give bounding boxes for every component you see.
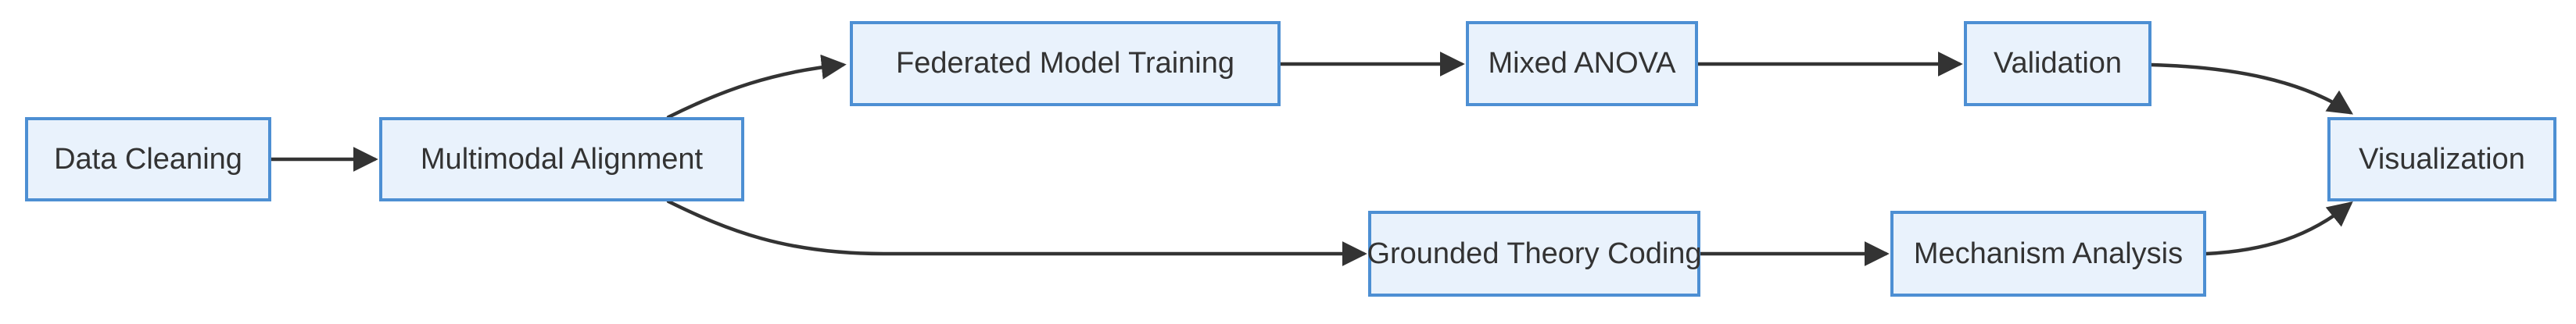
edge-mechanism-analysis-to-visualization xyxy=(2204,201,2353,256)
node-mechanism-analysis: Mechanism Analysis xyxy=(1890,211,2206,297)
node-label: Multimodal Alignment xyxy=(420,142,704,176)
edge-multimodal-alignment-to-federated-model-training xyxy=(666,54,847,119)
node-label: Data Cleaning xyxy=(54,142,242,176)
node-grounded-theory-coding: Grounded Theory Coding xyxy=(1367,211,1702,297)
node-federated-model-training: Federated Model Training xyxy=(850,21,1281,106)
edge-multimodal-alignment-to-grounded-theory-coding xyxy=(666,199,1367,266)
edge-validation-to-visualization xyxy=(2149,62,2354,115)
node-label: Validation xyxy=(1993,47,2123,80)
node-label: Mixed ANOVA xyxy=(1488,47,1676,80)
node-label: Grounded Theory Coding xyxy=(1367,237,1702,270)
node-label: Visualization xyxy=(2359,142,2525,176)
node-multimodal-alignment: Multimodal Alignment xyxy=(379,117,744,201)
node-validation: Validation xyxy=(1964,21,2151,106)
node-data-cleaning: Data Cleaning xyxy=(25,117,271,201)
node-mixed-anova: Mixed ANOVA xyxy=(1466,21,1698,106)
node-label: Mechanism Analysis xyxy=(1913,237,2184,270)
node-visualization: Visualization xyxy=(2327,117,2556,201)
node-label: Federated Model Training xyxy=(895,47,1235,80)
